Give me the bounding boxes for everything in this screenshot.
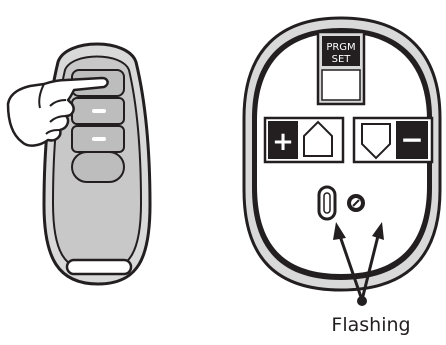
plus-button[interactable]: [303, 120, 333, 157]
plus-label: +: [272, 127, 294, 157]
program-button-label-line2: SET: [332, 54, 352, 65]
indicator-led: [323, 192, 331, 214]
flashing-callout: [333, 222, 384, 306]
opener-panel: PRGM SET + −: [242, 16, 442, 292]
pointing-hand-icon: [6, 76, 109, 147]
remote-button-4[interactable]: [71, 151, 125, 183]
remote-keyring-slot: [65, 258, 133, 276]
callout-dot: [357, 296, 367, 306]
remote-button-3-led: [92, 137, 106, 141]
remote-button-2-led: [92, 109, 106, 113]
arrowhead-right-icon: [372, 222, 384, 240]
program-button-label-plate: [322, 36, 360, 66]
arrowhead-left-icon: [333, 222, 346, 240]
minus-button[interactable]: [361, 123, 391, 160]
program-button-label-line1: PRGM: [326, 42, 355, 53]
flashing-label: Flashing: [331, 314, 411, 336]
plus-label-plate: [268, 121, 298, 159]
program-button[interactable]: [321, 69, 361, 101]
minus-label-plate: [396, 121, 428, 159]
minus-label: −: [400, 123, 423, 156]
